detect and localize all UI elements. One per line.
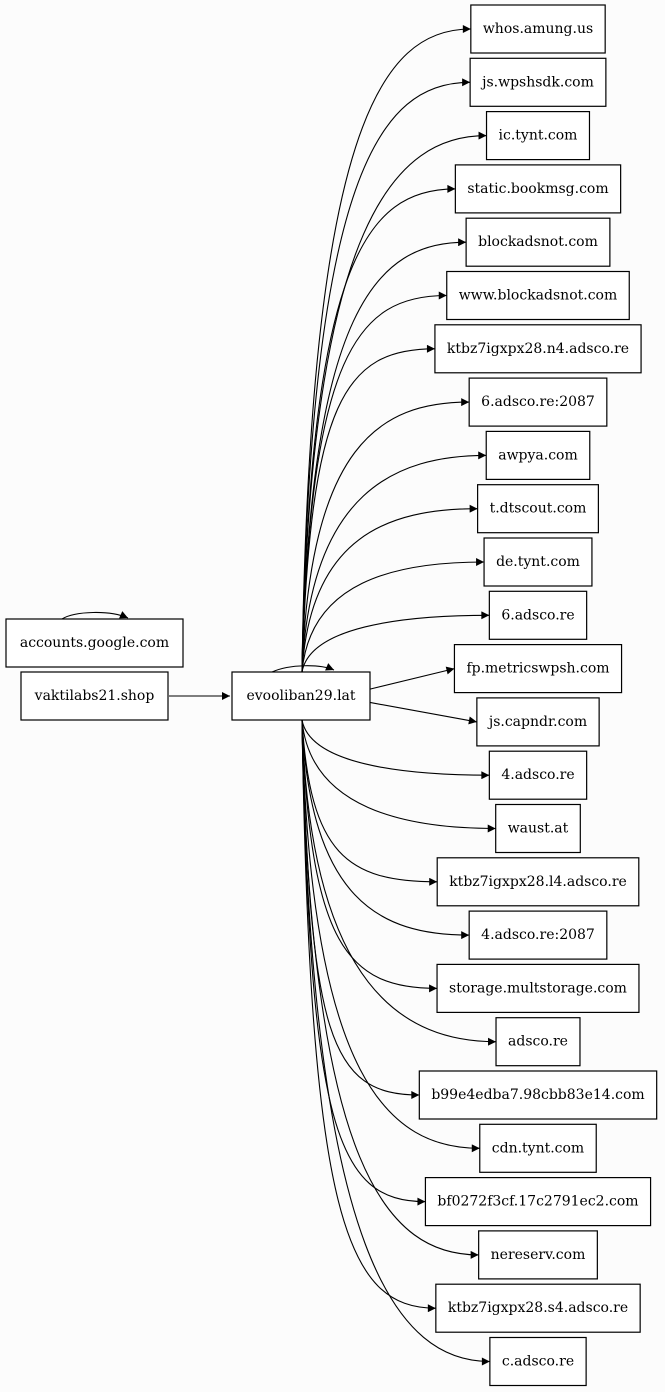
node-target[interactable]: de.tynt.com	[483, 537, 593, 587]
edge-hub-to-target	[301, 398, 470, 673]
node-label: waust.at	[508, 821, 569, 837]
edge-hub-to-target	[301, 719, 490, 780]
node-target[interactable]: blockadsnot.com	[465, 217, 611, 267]
node-label: ktbz7igxpx28.n4.adsco.re	[447, 341, 629, 357]
edge-hub-to-target	[301, 238, 467, 673]
edge-hub-to-target	[301, 504, 478, 673]
node-hub[interactable]: evooliban29.lat	[231, 671, 371, 721]
node-target[interactable]: whos.amung.us	[470, 4, 606, 54]
edge-hub-to-target	[301, 719, 490, 1366]
node-label: c.adsco.re	[502, 1354, 574, 1370]
edge-hub-to-target	[301, 558, 485, 673]
edge-self-loop-hub	[271, 663, 335, 673]
node-target[interactable]: b99e4edba7.98cbb83e14.com	[418, 1070, 658, 1120]
node-accounts-google[interactable]: accounts.google.com	[5, 618, 184, 668]
node-target[interactable]: 4.adsco.re	[488, 750, 588, 800]
node-target[interactable]: awpya.com	[485, 430, 591, 480]
node-target[interactable]: c.adsco.re	[489, 1336, 587, 1387]
node-target[interactable]: waust.at	[495, 803, 581, 854]
node-label: static.bookmsg.com	[467, 181, 608, 197]
node-target[interactable]: fp.metricswpsh.com	[453, 643, 623, 694]
node-label: storage.multstorage.com	[449, 980, 627, 996]
node-target[interactable]: ktbz7igxpx28.l4.adsco.re	[436, 857, 640, 907]
node-target[interactable]: bf0272f3cf.17c2791ec2.com	[424, 1176, 652, 1227]
node-target[interactable]: 6.adsco.re:2087	[468, 377, 608, 427]
node-target[interactable]: ktbz7igxpx28.n4.adsco.re	[434, 324, 642, 374]
node-target[interactable]: ic.tynt.com	[485, 110, 591, 161]
node-target[interactable]: t.dtscout.com	[477, 484, 599, 534]
edge-self-loop-accounts	[61, 611, 129, 620]
node-label: js.wpshsdk.com	[480, 74, 594, 90]
node-label: awpya.com	[498, 447, 578, 463]
node-label: accounts.google.com	[20, 635, 169, 651]
edge-hub-to-target	[301, 78, 471, 673]
node-target[interactable]: static.bookmsg.com	[454, 164, 622, 214]
edge-hub-to-target	[301, 719, 438, 886]
edge-hub-to-target	[301, 451, 487, 673]
edge-hub-to-target	[369, 701, 477, 725]
edges	[61, 25, 497, 1366]
node-label: ic.tynt.com	[499, 128, 578, 144]
node-label: vaktilabs21.shop	[34, 688, 155, 704]
edge-hub-to-target	[369, 666, 455, 690]
edge-hub-to-target	[301, 719, 496, 833]
edge-hub-to-target	[301, 291, 447, 673]
node-target[interactable]: www.blockadsnot.com	[446, 270, 630, 321]
node-label: t.dtscout.com	[490, 501, 587, 517]
node-target[interactable]: 6.adsco.re	[488, 590, 588, 640]
node-source[interactable]: vaktilabs21.shop	[20, 671, 169, 721]
node-label: nereserv.com	[491, 1247, 586, 1263]
node-label: bf0272f3cf.17c2791ec2.com	[437, 1194, 638, 1210]
node-label: cdn.tynt.com	[492, 1140, 584, 1156]
node-target[interactable]: 4.adsco.re:2087	[468, 910, 608, 960]
edge-hub-to-target	[301, 719, 426, 1206]
node-target[interactable]: js.capndr.com	[476, 697, 600, 747]
node-target[interactable]: js.wpshsdk.com	[469, 57, 607, 107]
node-label: ktbz7igxpx28.l4.adsco.re	[449, 874, 627, 890]
node-label: evooliban29.lat	[246, 688, 355, 704]
nodes: accounts.google.com vaktilabs21.shop evo…	[5, 4, 658, 1387]
edge-hub-to-target	[301, 719, 497, 1046]
node-label: js.capndr.com	[487, 714, 587, 730]
node-target[interactable]: adsco.re	[495, 1017, 581, 1067]
edge-hub-to-target	[301, 719, 438, 993]
edge-hub-to-target	[301, 25, 471, 673]
node-label: blockadsnot.com	[478, 234, 598, 250]
node-target[interactable]: storage.multstorage.com	[436, 963, 640, 1014]
node-label: 6.adsco.re:2087	[481, 394, 595, 410]
node-label: 6.adsco.re	[501, 607, 574, 623]
node-target[interactable]: ktbz7igxpx28.s4.adsco.re	[435, 1283, 641, 1333]
node-label: de.tynt.com	[496, 554, 580, 570]
edge-hub-to-target	[301, 611, 490, 673]
node-label: 4.adsco.re	[501, 767, 574, 783]
node-label: www.blockadsnot.com	[459, 288, 618, 304]
node-label: 4.adsco.re:2087	[481, 927, 595, 943]
node-label: ktbz7igxpx28.s4.adsco.re	[448, 1300, 628, 1316]
node-target[interactable]: cdn.tynt.com	[479, 1123, 597, 1173]
edge-hub-to-target	[301, 719, 436, 1313]
edge-hub-to-target	[301, 344, 435, 673]
edge-hub-to-target	[301, 184, 456, 673]
edge-hub-to-target	[301, 719, 479, 1259]
node-label: fp.metricswpsh.com	[466, 661, 609, 677]
edge-hub-to-target	[301, 131, 487, 673]
node-label: b99e4edba7.98cbb83e14.com	[431, 1087, 644, 1103]
node-label: whos.amung.us	[483, 21, 593, 37]
node-target[interactable]: nereserv.com	[478, 1230, 598, 1280]
node-label: adsco.re	[508, 1034, 568, 1050]
edge-hub-to-target	[301, 719, 470, 940]
edge-hub-to-target	[301, 719, 480, 1153]
